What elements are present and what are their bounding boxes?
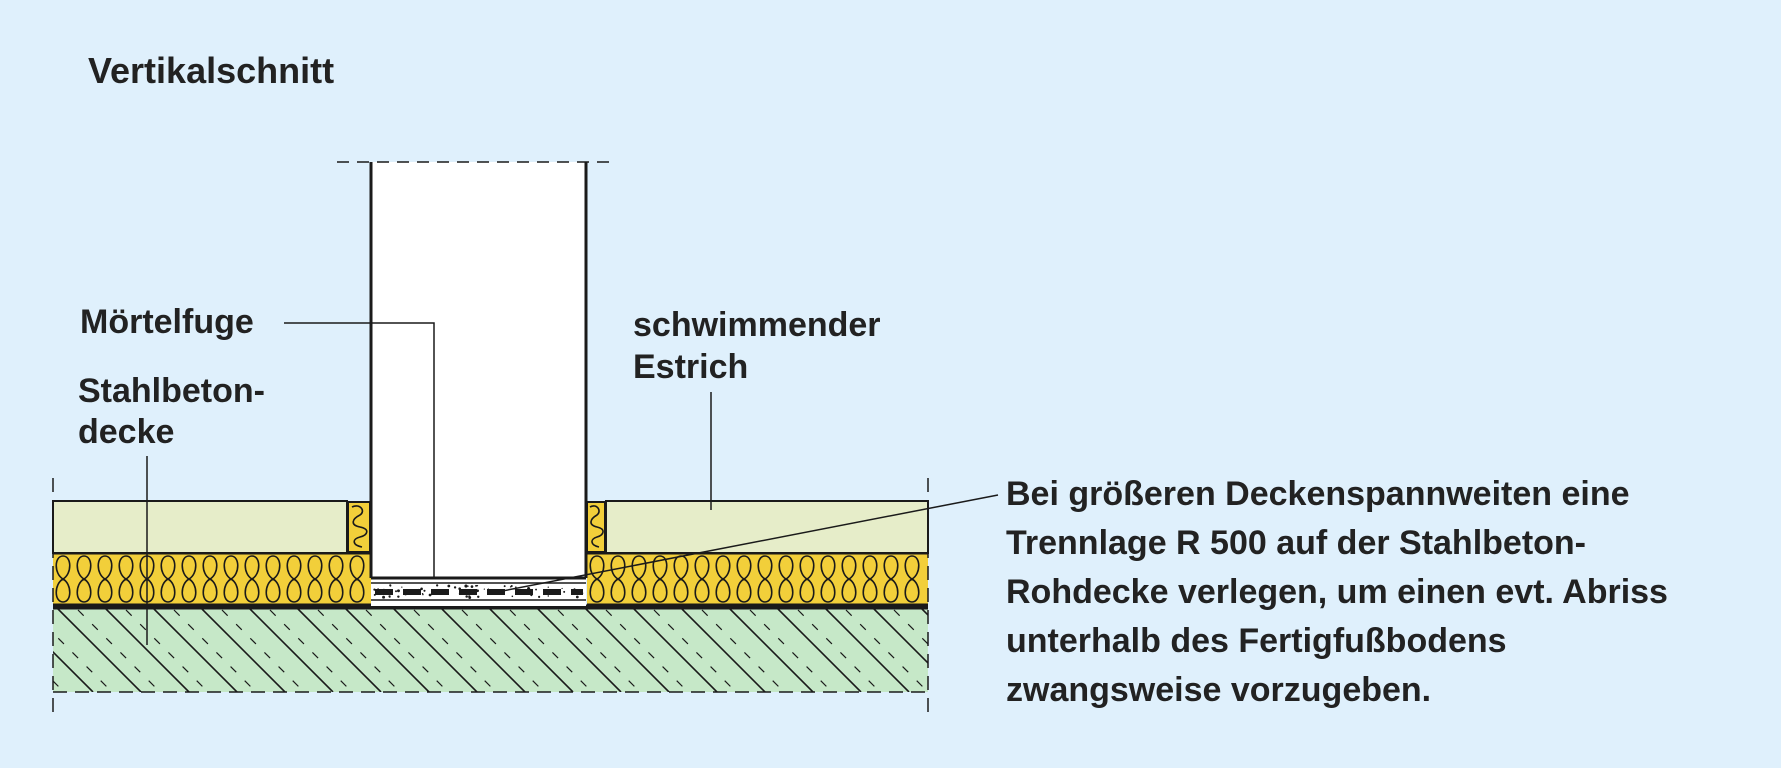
insulation-right <box>587 554 928 604</box>
label-stahlbeton-line1: Stahlbeton- <box>78 372 265 410</box>
note-line-2: Trennlage R 500 auf der Stahlbeton- <box>1006 524 1587 562</box>
label-estrich-line2: Estrich <box>633 348 748 386</box>
label-estrich-line1: schwimmender <box>633 306 881 344</box>
label-stahlbeton-line2: decke <box>78 413 174 451</box>
screed-left <box>52 500 348 554</box>
note-line-1: Bei größeren Deckenspannweiten eine <box>1006 475 1630 513</box>
note-line-3: Rohdecke verlegen, um einen evt. Abriss <box>1006 573 1668 611</box>
screed-right <box>605 500 929 554</box>
masonry-wall <box>337 161 617 578</box>
mortar-joint <box>371 576 586 606</box>
edge-joint-right <box>586 501 606 553</box>
edge-joint-left <box>347 501 371 553</box>
label-moertelfuge: Mörtelfuge <box>80 303 254 341</box>
concrete-slab <box>53 604 928 693</box>
leader-trennlage <box>491 494 999 594</box>
leader-moertelfuge <box>284 322 435 578</box>
diagram-title: Vertikalschnitt <box>88 50 334 91</box>
note-line-5: zwangsweise vorzugeben. <box>1006 671 1432 709</box>
trennlage-note: Bei größeren Deckenspannweiten eine Tren… <box>1006 470 1776 715</box>
insulation-left <box>53 554 371 604</box>
note-line-4: unterhalb des Fertigfußbodens <box>1006 622 1507 660</box>
